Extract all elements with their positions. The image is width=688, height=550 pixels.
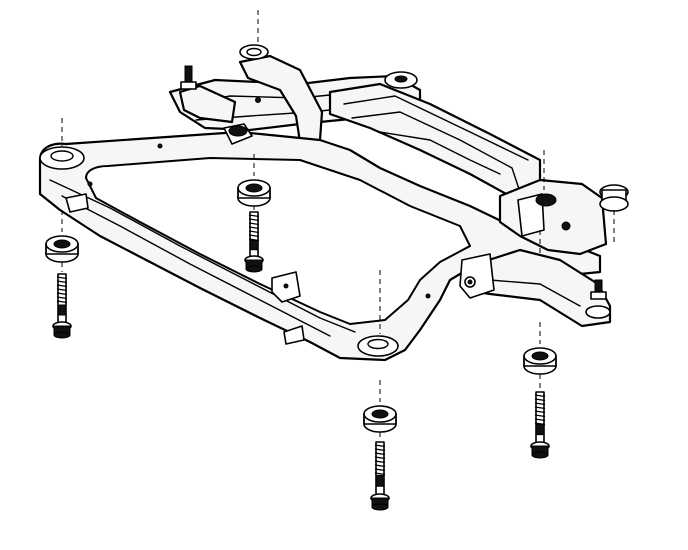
bolt-rear-left bbox=[244, 211, 264, 273]
engine-mount-bracket bbox=[498, 150, 608, 256]
front-center-boss bbox=[357, 270, 399, 357]
bolt-rear-right bbox=[530, 391, 550, 459]
front-left-boss bbox=[39, 118, 85, 170]
mount-hardware-front-left bbox=[45, 210, 79, 339]
mount-hardware-rear-right bbox=[523, 322, 557, 459]
bolt-front-right bbox=[370, 441, 390, 511]
subframe-perimeter bbox=[38, 130, 602, 362]
washer-front-right bbox=[363, 405, 397, 433]
frame-tabs bbox=[65, 193, 305, 345]
bolt-front-left bbox=[52, 273, 72, 339]
mount-hardware-front-right bbox=[363, 380, 397, 511]
washer-rear-right bbox=[523, 347, 557, 375]
right-bushing-block bbox=[459, 253, 495, 299]
mount-hardware-group bbox=[45, 154, 557, 511]
mount-hardware-rear-left bbox=[237, 154, 271, 273]
washer-rear-left bbox=[237, 179, 271, 207]
washer-front-left bbox=[45, 235, 79, 263]
rear-left-stud-arm bbox=[178, 65, 237, 124]
far-right-mount bbox=[599, 184, 629, 246]
top-right-mount bbox=[384, 71, 418, 89]
left-inner-bracket bbox=[223, 123, 253, 145]
